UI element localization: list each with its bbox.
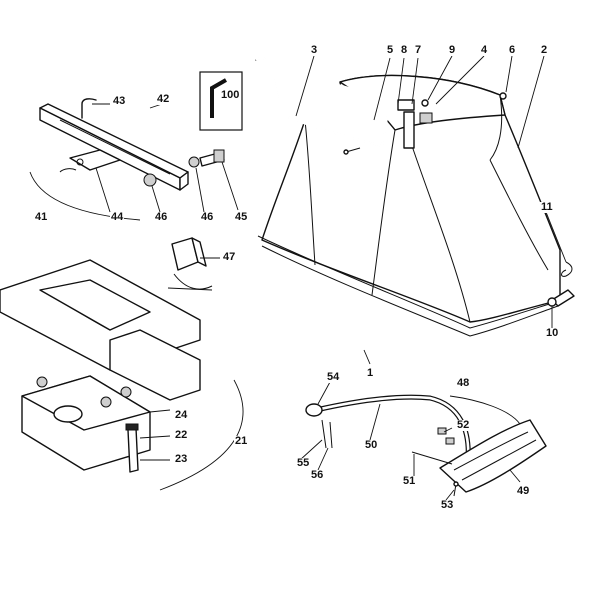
battery-charger: [167, 237, 213, 291]
callout-21: 21: [234, 435, 249, 447]
leader-lines: [92, 55, 567, 501]
callout-2: 2: [540, 44, 549, 56]
callout-50: 50: [364, 439, 379, 451]
callout-47: 47: [222, 251, 237, 263]
hitch-bracket: [29, 98, 225, 221]
callout-45: 45: [234, 211, 249, 223]
callout-51: 51: [402, 475, 417, 487]
callout-41: 41: [34, 211, 49, 223]
callout-55: 55: [296, 457, 311, 469]
handle-rod: [255, 56, 429, 155]
callout-22: 22: [174, 429, 189, 441]
callout-56: 56: [310, 469, 325, 481]
battery-tray: [0, 259, 244, 491]
callout-53: 53: [440, 499, 455, 511]
callout-3: 3: [310, 44, 319, 56]
callout-8: 8: [400, 44, 409, 56]
callout-4: 4: [480, 44, 489, 56]
callout-49: 49: [516, 485, 531, 497]
callout-11: 11: [540, 201, 554, 213]
callout-44: 44: [110, 211, 125, 223]
callout-1: 1: [366, 367, 375, 379]
callout-46a: 46: [154, 211, 169, 223]
callout-7: 7: [414, 44, 423, 56]
callout-5: 5: [386, 44, 395, 56]
callout-42: 42: [156, 93, 171, 105]
callout-54: 54: [326, 371, 341, 383]
callout-100: 100: [220, 89, 241, 101]
callout-23: 23: [174, 453, 189, 465]
callout-9: 9: [448, 44, 457, 56]
callout-46b: 46: [200, 211, 215, 223]
callout-43: 43: [112, 95, 127, 107]
lift-lever: [305, 394, 547, 497]
callout-6: 6: [508, 44, 517, 56]
callout-52: 52: [456, 419, 471, 431]
callout-10: 10: [545, 327, 560, 339]
callout-24: 24: [174, 409, 189, 421]
callout-48: 48: [456, 377, 471, 389]
key-inset: [199, 71, 243, 131]
grass-catcher-cover: [257, 74, 563, 337]
